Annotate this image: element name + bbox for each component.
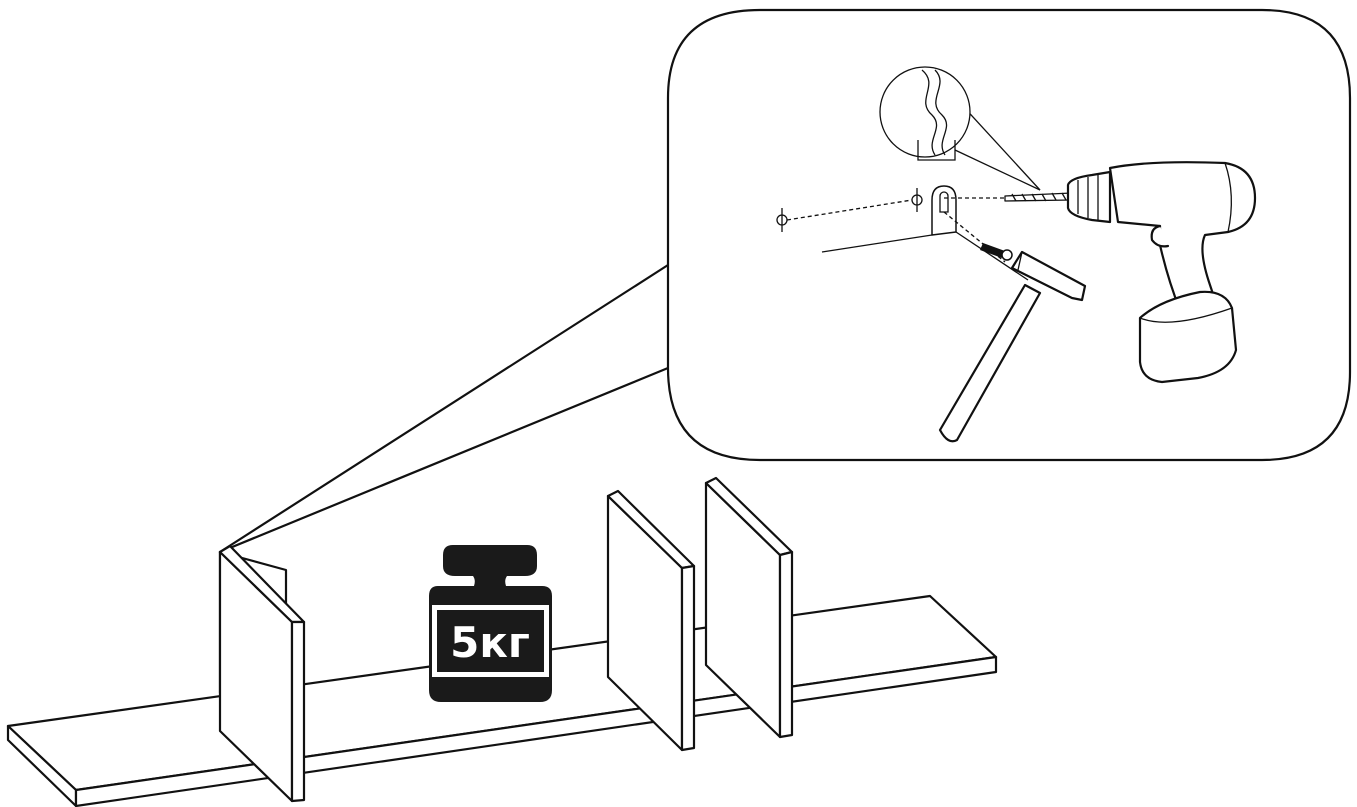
shelf-divider-left	[218, 544, 306, 803]
wall-line	[821, 234, 933, 253]
hammer-icon	[938, 250, 1087, 443]
weight-kettlebell-icon: 5кг	[429, 545, 552, 702]
weight-label: 5кг	[450, 618, 530, 667]
drill-icon	[1004, 161, 1257, 384]
shelf-divider-right	[704, 476, 794, 739]
drill-bit-detail-icon	[879, 66, 1041, 191]
wall-plug-icon	[980, 243, 1013, 261]
detail-callout-bubble	[666, 8, 1352, 462]
callout-leader	[218, 263, 670, 554]
shelf-divider-middle	[606, 489, 696, 752]
detail-content	[776, 66, 1257, 443]
keyhole-bracket-icon	[931, 185, 957, 236]
